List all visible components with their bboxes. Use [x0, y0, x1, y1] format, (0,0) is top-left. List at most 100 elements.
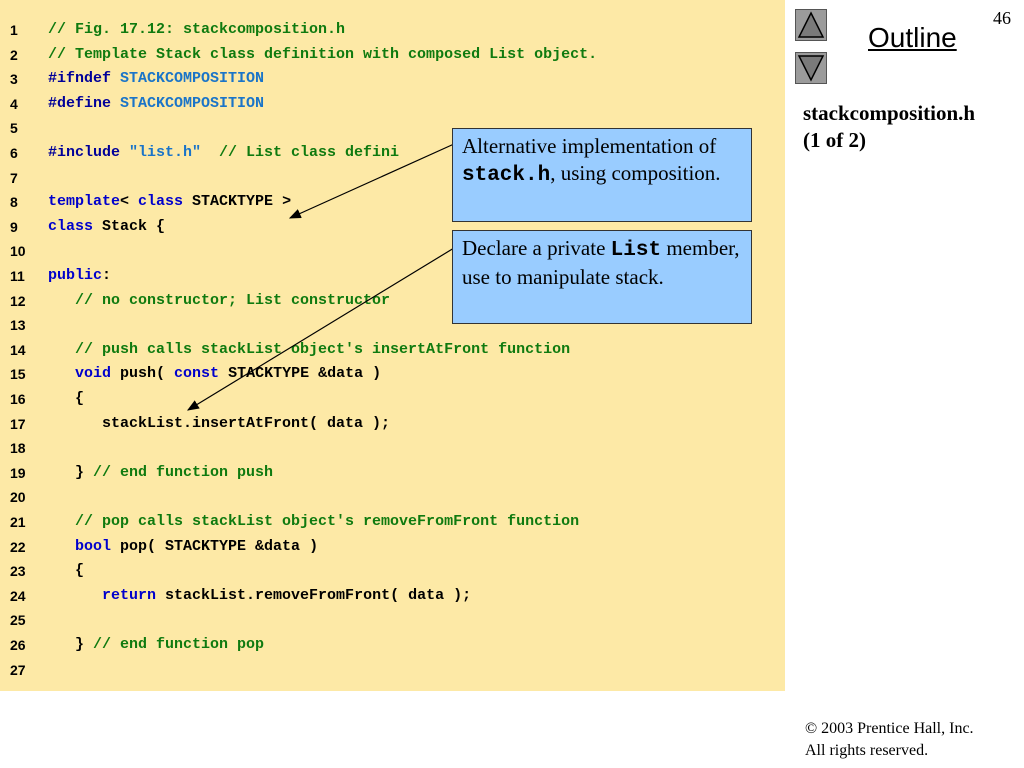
code-line: 25 — [0, 608, 785, 632]
code-text: #include "list.h" // List class defini — [48, 141, 399, 165]
code-text: return stackList.removeFromFront( data )… — [48, 584, 471, 608]
callout-2-code: List — [610, 239, 662, 262]
code-token: // no constructor; List constructor — [48, 291, 400, 309]
line-number: 9 — [10, 218, 18, 235]
line-number: 27 — [10, 661, 26, 678]
code-token: // Template Stack class definition with … — [48, 45, 598, 63]
code-token: pop( STACKTYPE &data ) — [111, 537, 319, 555]
code-line: 5 — [0, 116, 785, 140]
code-text: void push( const STACKTYPE &data ) — [48, 362, 381, 386]
code-text: stackList.insertAtFront( data ); — [48, 412, 390, 436]
line-number: 16 — [10, 391, 26, 407]
page-number: 46 — [993, 8, 1011, 28]
code-line: 11 public: — [0, 264, 785, 288]
code-line: 18 — [0, 436, 785, 460]
code-line: 1 // Fig. 17.12: stackcomposition.h — [0, 18, 785, 42]
code-text: { — [48, 387, 84, 411]
file-part: (1 of 2) — [803, 128, 866, 152]
code-line: 27 — [0, 658, 785, 682]
code-text: class Stack { — [48, 215, 165, 239]
code-line: 7 — [0, 166, 785, 190]
code-token: // end function push — [93, 463, 274, 481]
code-token — [48, 365, 75, 382]
code-token — [48, 587, 102, 604]
callout-1-code: stack.h — [462, 164, 551, 187]
line-number: 2 — [10, 46, 18, 63]
line-number: 4 — [10, 95, 18, 112]
code-text: // no constructor; List constructor — [48, 289, 399, 313]
line-number: 25 — [10, 612, 26, 629]
code-token: { — [48, 390, 85, 407]
code-line: 22 bool pop( STACKTYPE &data ) — [0, 535, 785, 559]
code-token: template — [48, 193, 121, 211]
code-line: 17 stackList.insertAtFront( data ); — [0, 412, 785, 436]
code-token: // pop calls stackList object's removeFr… — [48, 513, 580, 530]
code-text: // pop calls stackList object's removeFr… — [48, 510, 579, 534]
code-token: stackList.removeFromFront( data ); — [156, 586, 472, 604]
code-token: // push calls stackList object's insertA… — [48, 340, 571, 358]
line-number: 26 — [10, 637, 26, 653]
line-number: 7 — [10, 169, 18, 186]
callout-2-text-before: Declare a private — [462, 236, 611, 260]
code-line: 24 return stackList.removeFromFront( dat… — [0, 584, 785, 608]
line-number: 24 — [10, 587, 26, 604]
callout-1-text-before: Alternative implementation of — [462, 134, 717, 158]
code-token: STACKCOMPOSITION — [120, 94, 265, 112]
code-token: { — [48, 562, 85, 580]
code-token — [48, 538, 75, 555]
code-token: // Fig. 17.12: stackcomposition.h — [48, 21, 346, 38]
callout-2-text-after: member, use to manipulate stack. — [462, 236, 740, 289]
code-line: 14 // push calls stackList object's inse… — [0, 338, 785, 362]
code-line: 26 } // end function pop — [0, 633, 785, 657]
line-number: 17 — [10, 415, 26, 432]
line-number: 1 — [10, 22, 18, 38]
code-listing-panel: 1 // Fig. 17.12: stackcomposition.h 2 // Te… — [0, 0, 785, 691]
code-token: const — [174, 365, 220, 383]
code-token: // List class defini — [201, 144, 400, 161]
line-number: 13 — [10, 317, 26, 334]
code-token: < — [120, 193, 139, 211]
code-text: } // end function pop — [48, 633, 264, 657]
outline-link[interactable]: Outline — [868, 22, 957, 53]
code-token: public — [48, 267, 103, 284]
file-label: stackcomposition.h (1 of 2) — [803, 100, 975, 154]
code-token: STACKCOMPOSITION — [120, 70, 265, 88]
code-token: : — [102, 267, 112, 284]
code-line: 9 class Stack { — [0, 215, 785, 239]
code-line: 21 // pop calls stackList object's remov… — [0, 510, 785, 534]
code-line: 15 void push( const STACKTYPE &data ) — [0, 362, 785, 386]
code-text: bool pop( STACKTYPE &data ) — [48, 535, 318, 559]
code-token: STACKTYPE &data ) — [219, 365, 382, 383]
code-token: STACKTYPE > — [183, 193, 292, 211]
code-text: // Template Stack class definition with … — [48, 43, 597, 67]
code-token: // end function pop — [93, 636, 265, 653]
code-line: 19 } // end function push — [0, 461, 785, 485]
line-number: 11 — [10, 268, 25, 284]
code-text: { — [48, 559, 84, 583]
code-token: } — [48, 463, 94, 481]
code-text: // push calls stackList object's insertA… — [48, 338, 570, 362]
triangle-down-icon — [797, 55, 825, 82]
line-number: 5 — [10, 120, 18, 137]
code-token: #ifndef — [48, 70, 121, 88]
line-number: 21 — [10, 514, 26, 530]
previous-slide-button[interactable] — [795, 9, 827, 41]
line-number: 20 — [10, 489, 26, 506]
next-slide-button[interactable] — [795, 52, 827, 84]
code-token: push( — [111, 365, 175, 383]
code-token: return — [102, 586, 157, 604]
line-number: 19 — [10, 464, 26, 481]
code-token: "list.h" — [129, 144, 202, 161]
line-number: 12 — [10, 292, 26, 309]
copyright-footer: © 2003 Prentice Hall, Inc. All rights re… — [805, 718, 974, 762]
line-number: 23 — [10, 563, 26, 580]
rights-line: All rights reserved. — [805, 742, 929, 759]
line-number: 6 — [10, 145, 18, 161]
callout-alternative-implementation: Alternative implementation of stack.h, u… — [452, 128, 752, 222]
code-line: 4#define STACKCOMPOSITION — [0, 92, 785, 116]
code-line: 10 — [0, 239, 785, 263]
code-text: template< class STACKTYPE > — [48, 190, 291, 214]
code-text: public: — [48, 264, 111, 288]
code-text: #ifndef STACKCOMPOSITION — [48, 67, 264, 91]
